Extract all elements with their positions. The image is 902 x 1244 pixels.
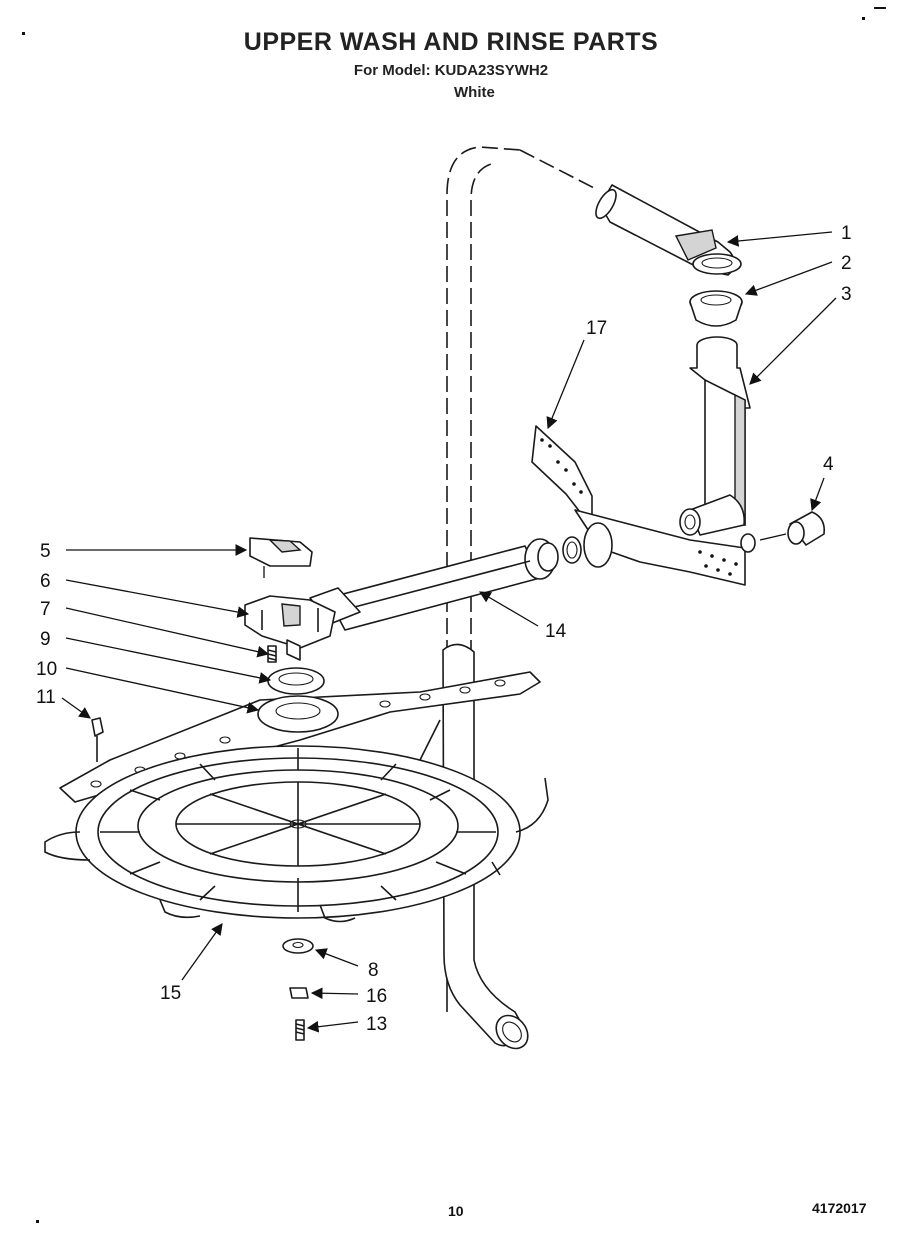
callout-6: 6: [40, 571, 51, 592]
leader-13: [306, 1020, 359, 1033]
leader-1: [726, 231, 833, 247]
plug-part-4: [759, 511, 826, 546]
leader-lines: [61, 231, 837, 1033]
upper-elbow-tube: [595, 184, 742, 276]
callout-9: 9: [40, 629, 51, 650]
leader-10: [65, 667, 260, 714]
clip-part-5: [249, 537, 313, 578]
scan-speck: [22, 32, 25, 35]
variant-line: White: [454, 84, 495, 101]
callout-7: 7: [40, 599, 51, 620]
callout-16: 16: [366, 986, 387, 1007]
clip-part-11: [91, 717, 104, 762]
rack-part-15: [44, 719, 549, 923]
callout-2: 2: [841, 253, 852, 274]
document-number: 4172017: [812, 1200, 867, 1216]
callout-10: 10: [36, 659, 57, 680]
scan-speck: [874, 7, 886, 9]
leader-4: [810, 477, 825, 512]
leader-6: [65, 579, 250, 618]
screw-part-7: [267, 645, 277, 663]
scan-speck: [36, 1220, 39, 1223]
callout-17: 17: [586, 318, 607, 339]
callout-14: 14: [545, 621, 567, 642]
nut-part-16: [289, 987, 309, 999]
seal-part-9: [267, 667, 325, 695]
callout-1: 1: [841, 223, 852, 244]
connector-part-6: [244, 595, 336, 661]
callout-3: 3: [841, 284, 852, 305]
leader-16: [310, 987, 359, 1000]
leader-8: [314, 948, 359, 967]
callout-15: 15: [160, 983, 181, 1004]
leader-11: [61, 697, 91, 719]
page-number: 10: [448, 1203, 464, 1219]
scan-speck: [862, 17, 865, 20]
leader-9: [65, 637, 272, 684]
callout-labels: 1 2 3 4 5 6 7 8 9 10 11 13 14 15 16 17: [36, 223, 852, 1035]
callout-8: 8: [368, 960, 379, 981]
page-title: UPPER WASH AND RINSE PARTS: [243, 28, 659, 56]
callout-5: 5: [40, 541, 51, 562]
washer-part-8: [282, 938, 314, 954]
supply-tube: [442, 146, 599, 1050]
leader-3: [749, 297, 837, 385]
feed-tube-part-14: [309, 538, 559, 631]
model-line: For Model: KUDA23SYWH2: [353, 62, 549, 79]
grommet-part-2: [689, 290, 743, 327]
leader-7: [65, 607, 270, 658]
callout-4: 4: [823, 454, 834, 475]
leader-15: [181, 923, 223, 981]
callout-11: 11: [36, 687, 56, 708]
bracket-part-17: [531, 425, 756, 586]
leader-2: [744, 261, 833, 296]
leader-14: [478, 591, 539, 627]
screw-part-13: [295, 1019, 305, 1041]
manifold-part-3: [689, 336, 751, 527]
callout-13: 13: [366, 1014, 387, 1035]
leader-17: [546, 339, 585, 430]
